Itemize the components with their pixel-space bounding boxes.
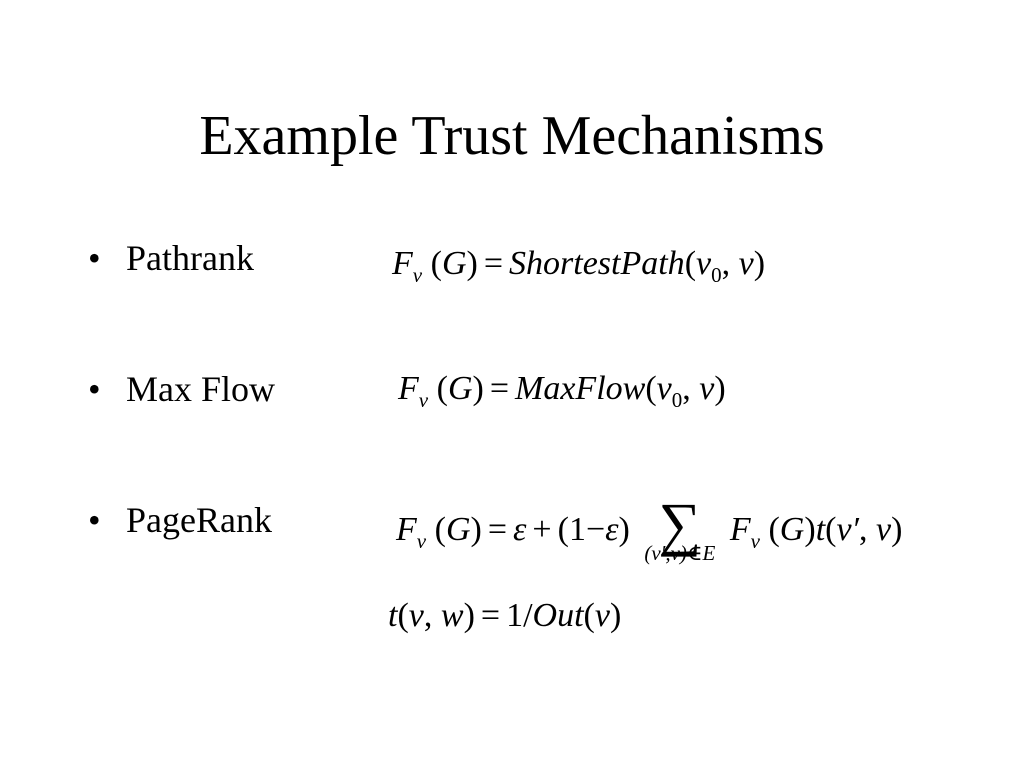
- formula-symbol: F: [396, 511, 417, 548]
- formula-transition: t(v, w)=1/Out(v): [388, 597, 622, 634]
- bullet-pathrank: • Pathrank: [88, 236, 254, 280]
- bullet-label-max-flow: Max Flow: [126, 369, 276, 409]
- formula-subscript: v: [418, 388, 429, 412]
- formula-symbol: v: [408, 597, 424, 634]
- summation-limits: (v′,v)∈E: [622, 540, 738, 566]
- formula-constant: 1: [568, 511, 586, 548]
- formula-symbol: v: [656, 370, 672, 407]
- formula-operator: =: [483, 245, 504, 282]
- formula-symbol: w: [440, 597, 464, 634]
- formula-operator: =: [487, 511, 508, 548]
- bullet-dot: •: [88, 500, 101, 540]
- summation: ∑(v′,v)∈E: [630, 494, 730, 565]
- bullet-label-pagerank: PageRank: [126, 500, 272, 540]
- formula-symbol: ε: [513, 511, 527, 548]
- formula-subscript: v: [412, 263, 423, 287]
- formula-max-flow: Fv (G)=MaxFlow(v0, v): [398, 370, 726, 412]
- bullet-max-flow: • Max Flow: [88, 367, 275, 411]
- formula-operator: =: [489, 370, 510, 407]
- bullet-label-pathrank: Pathrank: [126, 238, 254, 278]
- bullet-pagerank: • PageRank: [88, 498, 272, 542]
- formula-subscript: 0: [671, 388, 683, 412]
- formula-symbol: F: [398, 370, 419, 407]
- formula-symbol: G: [779, 511, 805, 548]
- formula-constant: 1: [506, 597, 524, 634]
- summation-limits-text: (v′,v)∈E: [644, 541, 716, 565]
- formula-symbol: F: [392, 245, 413, 282]
- formula-operator: /: [523, 597, 533, 634]
- formula-symbol: v: [876, 511, 892, 548]
- slide-title: Example Trust Mechanisms: [199, 105, 825, 167]
- formula-function-name: ShortestPath: [509, 245, 685, 282]
- summation-sign: ∑: [658, 491, 702, 557]
- formula-symbol: t: [388, 597, 398, 634]
- formula-pathrank: Fv (G)=ShortestPath(v0, v): [392, 245, 766, 287]
- bullet-dot: •: [88, 238, 101, 278]
- formula-operator: =: [480, 597, 501, 634]
- formula-symbol: v: [696, 245, 712, 282]
- formula-operator: −: [585, 511, 606, 548]
- formula-symbol: G: [441, 245, 467, 282]
- formula-symbol: t: [815, 511, 826, 548]
- formula-function-name: MaxFlow: [515, 370, 646, 407]
- formula-symbol: G: [445, 511, 471, 548]
- formula-function-name: Out: [532, 597, 584, 634]
- bullet-dot: •: [88, 369, 101, 409]
- formula-symbol: v: [594, 597, 610, 634]
- formula-symbol: v: [699, 370, 715, 407]
- formula-symbol: v′: [836, 511, 859, 548]
- formula-operator: +: [532, 511, 552, 548]
- formula-symbol: ε: [605, 511, 619, 548]
- formula-symbol: F: [729, 511, 751, 548]
- formula-subscript: v: [750, 529, 760, 553]
- formula-subscript: 0: [711, 263, 722, 287]
- formula-symbol: G: [447, 370, 473, 407]
- formula-symbol: v: [738, 245, 754, 282]
- formula-subscript: v: [416, 529, 427, 553]
